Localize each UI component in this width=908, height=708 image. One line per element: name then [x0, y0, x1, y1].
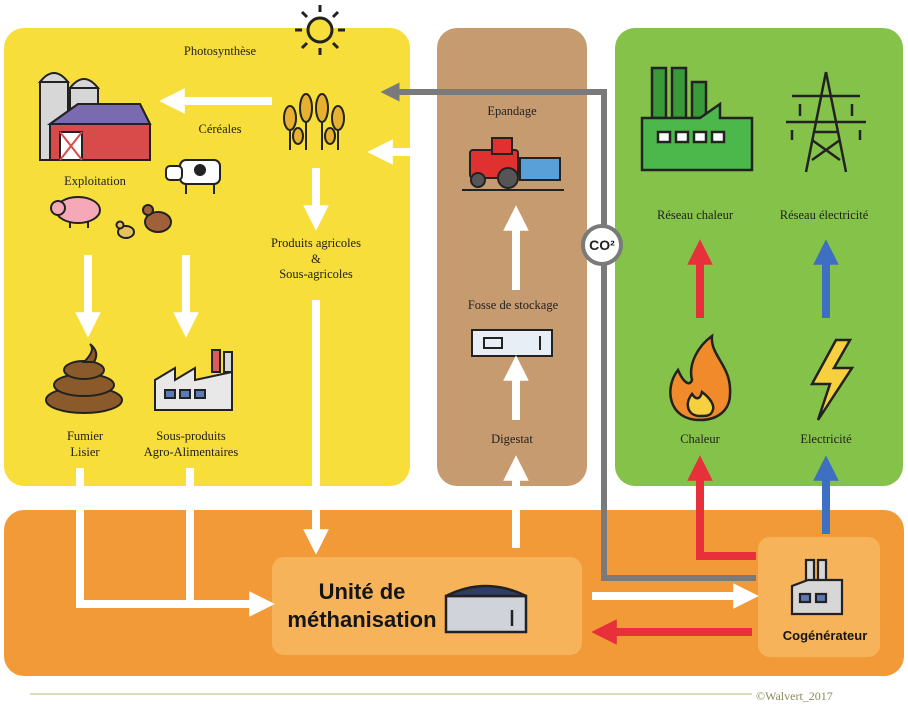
power-pylon-icon: [786, 71, 866, 173]
cow-icon: [165, 159, 221, 194]
label-unite-methanisation: Unité de méthanisation: [287, 579, 437, 632]
label-reseau-electricite: Réseau électricité: [779, 208, 869, 222]
arrow-fumier-unite: [76, 468, 275, 617]
label-reseau-chaleur: Réseau chaleur: [656, 208, 733, 222]
cogenerator-icon: [790, 558, 844, 616]
label-cogenerateur: Cogénérateur: [782, 628, 868, 643]
copyright-text: ©Walvert_2017: [756, 689, 833, 703]
heat-plant-icon: [640, 66, 754, 172]
label-digestat: Digestat: [491, 432, 533, 446]
label-produits-agricoles: Produits agricoles & Sous-agricoles: [271, 236, 361, 282]
wheat-icon: [283, 93, 345, 150]
storage-tank-icon: [471, 329, 553, 357]
label-sous-produits: Sous-produits Agro-Alimentaires: [143, 429, 239, 459]
arrow-cogenerateur-chaleur: [687, 455, 756, 560]
label-fumier-lisier: Fumier Lisier: [66, 429, 104, 459]
label-electricite: Electricité: [800, 432, 852, 446]
label-chaleur: Chaleur: [680, 432, 720, 446]
farm-icon: [37, 72, 152, 161]
label-exploitation: Exploitation: [64, 174, 126, 188]
factory-icon: [154, 349, 233, 411]
pig-icon: [50, 196, 101, 228]
co2-return-line: [380, 82, 756, 581]
co2-badge: CO²: [581, 224, 623, 266]
tractor-icon: [462, 137, 564, 191]
label-cereales: Céréales: [198, 122, 242, 136]
sun-icon: [295, 5, 345, 55]
label-fosse: Fosse de stockage: [467, 298, 559, 312]
digester-icon: [444, 584, 528, 634]
lightning-icon: [809, 338, 855, 421]
flame-icon: [669, 333, 732, 422]
manure-icon: [45, 343, 123, 414]
label-epandage: Epandage: [487, 104, 537, 118]
chicken-icon: [115, 204, 172, 239]
label-photosynthese: Photosynthèse: [183, 44, 257, 58]
